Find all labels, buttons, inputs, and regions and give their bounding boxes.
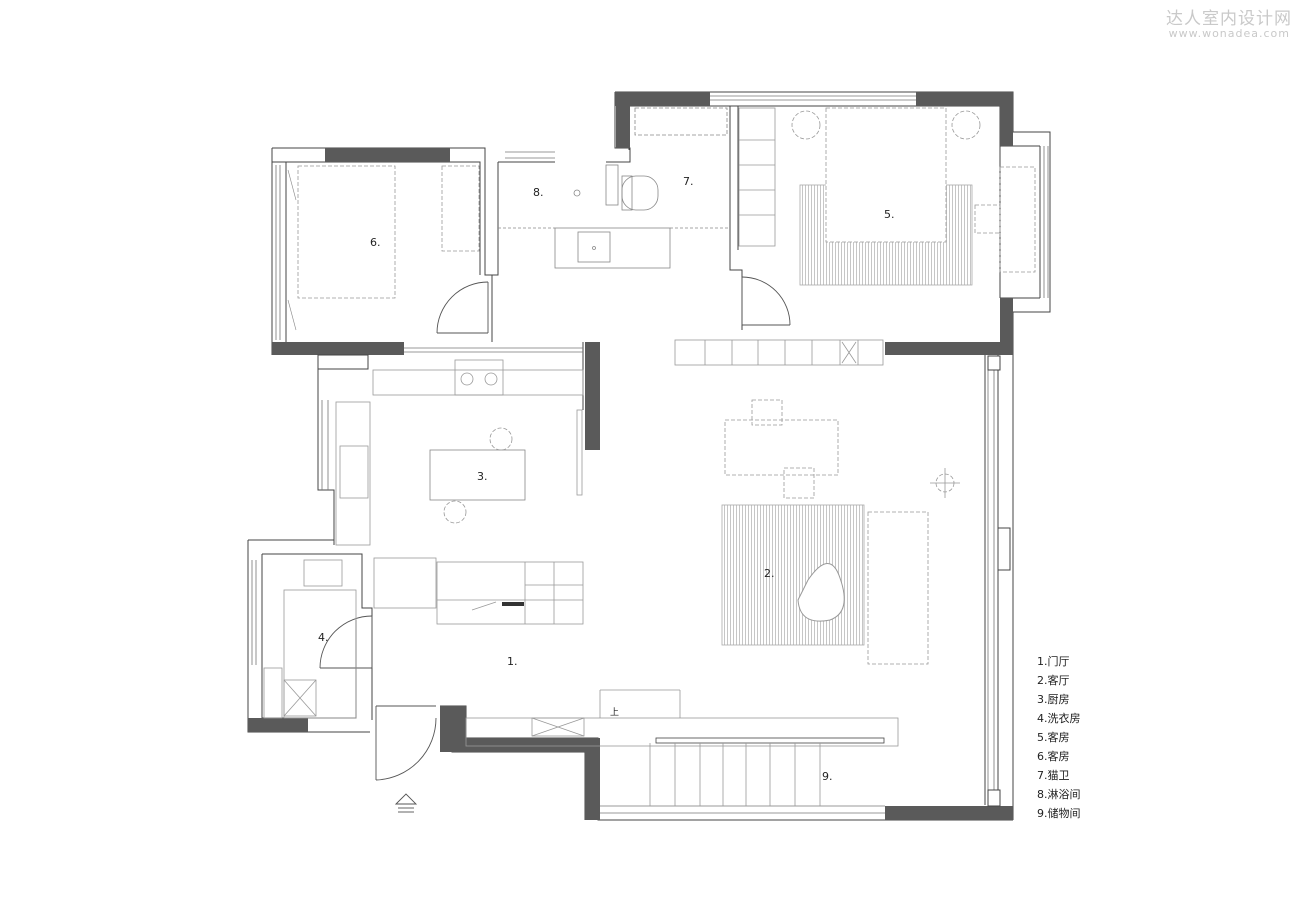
bath-fixtures: [498, 107, 730, 269]
room-legend: 1.门厅 2.客厅 3.厨房 4.洗衣房 5.客房 6.客房 7.猫卫 8.淋浴…: [1037, 652, 1081, 823]
legend-item: 8.淋浴间: [1037, 788, 1081, 801]
legend-item: 5.客房: [1037, 731, 1070, 744]
storage-furniture: [465, 689, 899, 806]
legend-item: 2.客厅: [1037, 674, 1070, 687]
bedroom-6-furniture: [297, 165, 480, 299]
room-label-4: 4.: [318, 631, 329, 644]
room-label-1: 1.: [507, 655, 518, 668]
room-label-2: 2.: [764, 567, 775, 580]
walls: [248, 92, 1013, 820]
room-label-9: 9.: [822, 770, 833, 783]
entry-arrow-icon: [394, 793, 418, 813]
room-label-7: 7.: [683, 175, 694, 188]
legend-item: 1.门厅: [1037, 655, 1070, 668]
watermark-url: www.wonadea.com: [1168, 27, 1290, 40]
room-label-8: 8.: [533, 186, 544, 199]
curtain-6: [287, 169, 297, 331]
room-label-3: 3.: [477, 470, 488, 483]
wardrobe-strip: [674, 339, 884, 366]
legend-item: 6.客房: [1037, 750, 1070, 763]
bedroom-5-furniture: [738, 107, 1036, 286]
kitchen-furniture: [335, 359, 584, 625]
laundry-furniture: [263, 559, 357, 719]
room-label-6: 6.: [370, 236, 381, 249]
legend-item: 9.储物间: [1037, 807, 1081, 820]
watermark-title: 达人室内设计网: [1166, 9, 1292, 29]
stair-up-mark: 上: [610, 708, 620, 718]
legend-item: 4.洗衣房: [1037, 712, 1081, 725]
doors: [319, 276, 791, 781]
room-label-5: 5.: [884, 208, 895, 221]
windows: [251, 95, 1049, 814]
legend-item: 3.厨房: [1037, 693, 1070, 706]
legend-item: 7.猫卫: [1037, 769, 1070, 782]
